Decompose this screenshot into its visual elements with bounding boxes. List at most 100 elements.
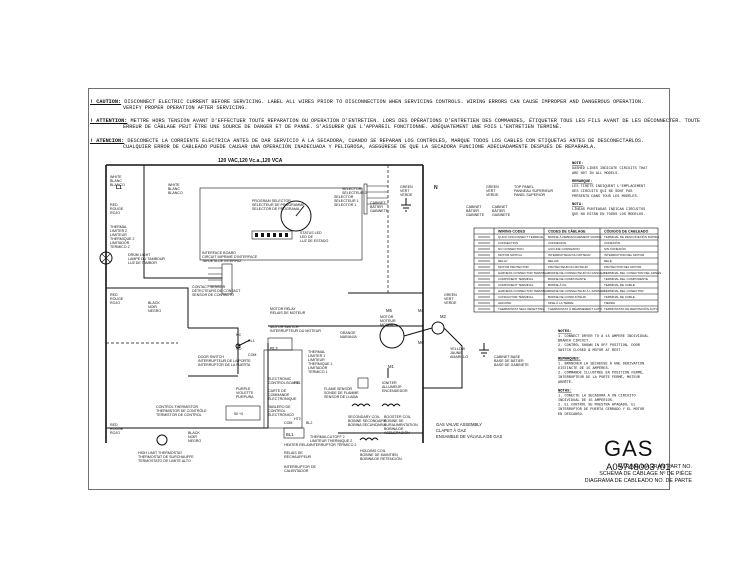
motor-switch-label: INTERRUPTEUR DU MOTEUR (270, 329, 321, 333)
holding-coil-label: BOBINE DE MAINTIEN (360, 453, 398, 457)
purple-label: PURPLE (236, 387, 251, 391)
frame-border (88, 88, 670, 490)
table-cell: HARNESS CONNECTOR TERMINAL (498, 289, 549, 293)
title-line: SCHÉMA DE CÂBLAGE Nº DE PIÈCE (599, 471, 692, 477)
cabinet-base-label: BASE DE BÂTIER (494, 359, 524, 363)
legend-green: GREEN (486, 185, 499, 189)
thermal-limiter-2-label: LIMITER 2 (110, 229, 127, 233)
note-line: ARRÊTÉ. (558, 380, 573, 385)
legend-cabinet: CABINET (492, 205, 508, 209)
program-selector-label: SELECTOR DE PROGRAMA (252, 207, 300, 211)
gas-valve-label: GAS VALVE ASSEMBLY (436, 422, 482, 427)
wiring-diagram-sheet: ! CAUTION: DISCONNECT ELECTRIC CURRENT B… (88, 88, 700, 490)
table-cell: THERMOSTAT À RÉARMEMENT AUTO (548, 306, 603, 311)
fuel-type-label: GAS (604, 436, 654, 461)
note-title: NOTE: (572, 162, 583, 166)
door-switch-blade (237, 339, 251, 347)
selector-buttons (255, 233, 288, 237)
table-cell: TERMINAL DEL COMPONENTE (604, 277, 648, 281)
thermal-limiter-2-label: TERMICO 2 (110, 245, 130, 249)
carte-label: ÉLECTRONIQUE (268, 396, 297, 401)
rl1-label: RL1 (248, 339, 255, 343)
table-cell: CONDUCTOR TERMINAL (498, 295, 534, 299)
note-line: EN DESCANSO. (558, 413, 584, 417)
red-label: RED (110, 293, 118, 297)
drum-light-icon (99, 251, 113, 265)
secondary-coil-label: BOBINE SECONDAIRE (348, 419, 387, 423)
motor-switch-label: MOTOR SWITCH (270, 325, 299, 329)
note-title: REMARQUE: (572, 180, 593, 184)
legend-top-panel: PANEL SUPERIOR (514, 193, 546, 197)
note-line: 1. BRANCHER LA SÉCHEUSE À UNE DÉRIVATION (558, 361, 644, 366)
table-cell: COMPONENT TERMINAL (498, 283, 534, 287)
note-line: ARE NOT IN ALL MODELS. (572, 172, 619, 176)
harness-connector (221, 263, 233, 295)
table-cell: BORNE DE CONNECTEUR À L'APPAREIL (548, 289, 606, 293)
booster-coil-icon (381, 403, 401, 407)
m5-label: M5 (386, 308, 392, 313)
table-cell: COMPONENT TERMINAL (498, 277, 534, 281)
high-limit-label: THERMOSTAT DE SURCHAUFFE (138, 455, 194, 459)
note-line: LES TIRETS INDIQUENT L'EMPLACEMENT (572, 184, 646, 189)
electronic-board-label: ELECTRONIC (268, 377, 292, 381)
warning-line: DESCONECTE LA CORRIENTE ELECTRICA ANTES … (127, 138, 645, 144)
table-cell: HARNESS CONNECTOR TERMINAL (498, 271, 549, 275)
holding-coil-label: BOBINA DE RETENCIÓN (360, 456, 402, 461)
table-cell: TERMINAL DE CABLE (604, 283, 635, 287)
caution-warning: ! CAUTION: DISCONNECT ELECTRIC CURRENT B… (90, 99, 644, 112)
warning-line: VERIFY PROPER OPERATION AFTER SERVICING. (123, 105, 248, 112)
red-label: ROJO (110, 211, 120, 215)
note-line: DASHED LINES INDICATE CIRCUITS THAT (572, 167, 648, 171)
table-cell: CONEXIÓN (604, 240, 620, 245)
black-label: BLACK (148, 301, 160, 305)
supply-voltage-label: 120 VAC,120 Vc.a.,120 VCA (218, 158, 283, 164)
thermal-limiter-1-label: THERMAL (308, 350, 325, 354)
red-label: ROUGE (110, 297, 124, 301)
thermal-limiter-2-label: THERMAL (110, 225, 127, 229)
note-line: 2. COMMANDE ILLUSTRÉE EN POSITION FERMÉ, (558, 371, 644, 376)
holding-coil-icon (359, 437, 379, 441)
thermal-limiter-2-label: THERMIQUE 2 (110, 237, 135, 241)
heater-relay-label: RELAIS DE (284, 451, 303, 455)
nc-label: NC (236, 333, 242, 337)
legend-cabinet: GABINETE (492, 213, 511, 217)
board-connector (363, 183, 368, 215)
booster-coil-label: SURALIMENTATION (384, 423, 418, 427)
thermal-cutoff-label: LIMITEUR THERMIQUE 2 (310, 439, 352, 443)
ht1-label: HT1 (294, 381, 301, 385)
board-connector-leads (367, 185, 388, 205)
cabinet-base-label: BASE DE GABINETE (494, 363, 529, 367)
control-thermistor-label: THERMISTOR DE CONTRÔLE (156, 408, 207, 413)
purple-label: PURPURA (236, 395, 254, 399)
table-cell: QUICK DISCONNECT TERMINAL (498, 235, 544, 239)
table-cell: TIERRA (604, 301, 615, 305)
drum-light-label: DRUM LIGHT (128, 253, 151, 257)
legend-top-panel: PANNEAU SUPERIEUR (514, 189, 553, 193)
holding-coil-label: HOLDING COIL (360, 449, 386, 453)
knob-pointer (295, 205, 305, 217)
harness-leads (208, 267, 222, 287)
legend-cabinet: BÂTIER (492, 209, 505, 213)
legend-cabinet: GABINETE (466, 213, 485, 217)
status-led-label: LUZ DE ESTADO (300, 239, 328, 243)
selector-button-row (251, 230, 293, 240)
table-cell: TERMINAL DE CABLE (604, 295, 635, 299)
table-cell: TERMINAL DE DESCONEXIÓN RÁPIDA (604, 234, 659, 239)
green-label: VERT (400, 189, 410, 193)
no-label: NO (236, 347, 242, 351)
black-label: NOIR (148, 305, 157, 309)
table-cell: SIN CONEXIÓN (604, 246, 626, 251)
notes-bottom: NOTES:1. CONNECT DRYER TO A 15 AMPERE IN… (558, 330, 649, 417)
white-label: BLANCO (168, 191, 183, 195)
yellow-label: JAUNE (450, 351, 462, 355)
red-label: RED (110, 423, 118, 427)
cabinet-base-label: CABINET BASE (494, 355, 521, 359)
white-label: BLANCO (110, 183, 125, 187)
red-label: RED (110, 203, 118, 207)
warning-line: METTRE HORS TENSION AVANT D'EFFECTUER TO… (130, 118, 701, 124)
bl1-label: BL1 (286, 432, 294, 437)
white-label: WHITE (110, 175, 122, 179)
table-header: CÓDIGOS DE CABLEADO (604, 229, 649, 234)
table-cell: MISE À LA TERRE (548, 301, 573, 305)
ground-icon (479, 343, 489, 357)
